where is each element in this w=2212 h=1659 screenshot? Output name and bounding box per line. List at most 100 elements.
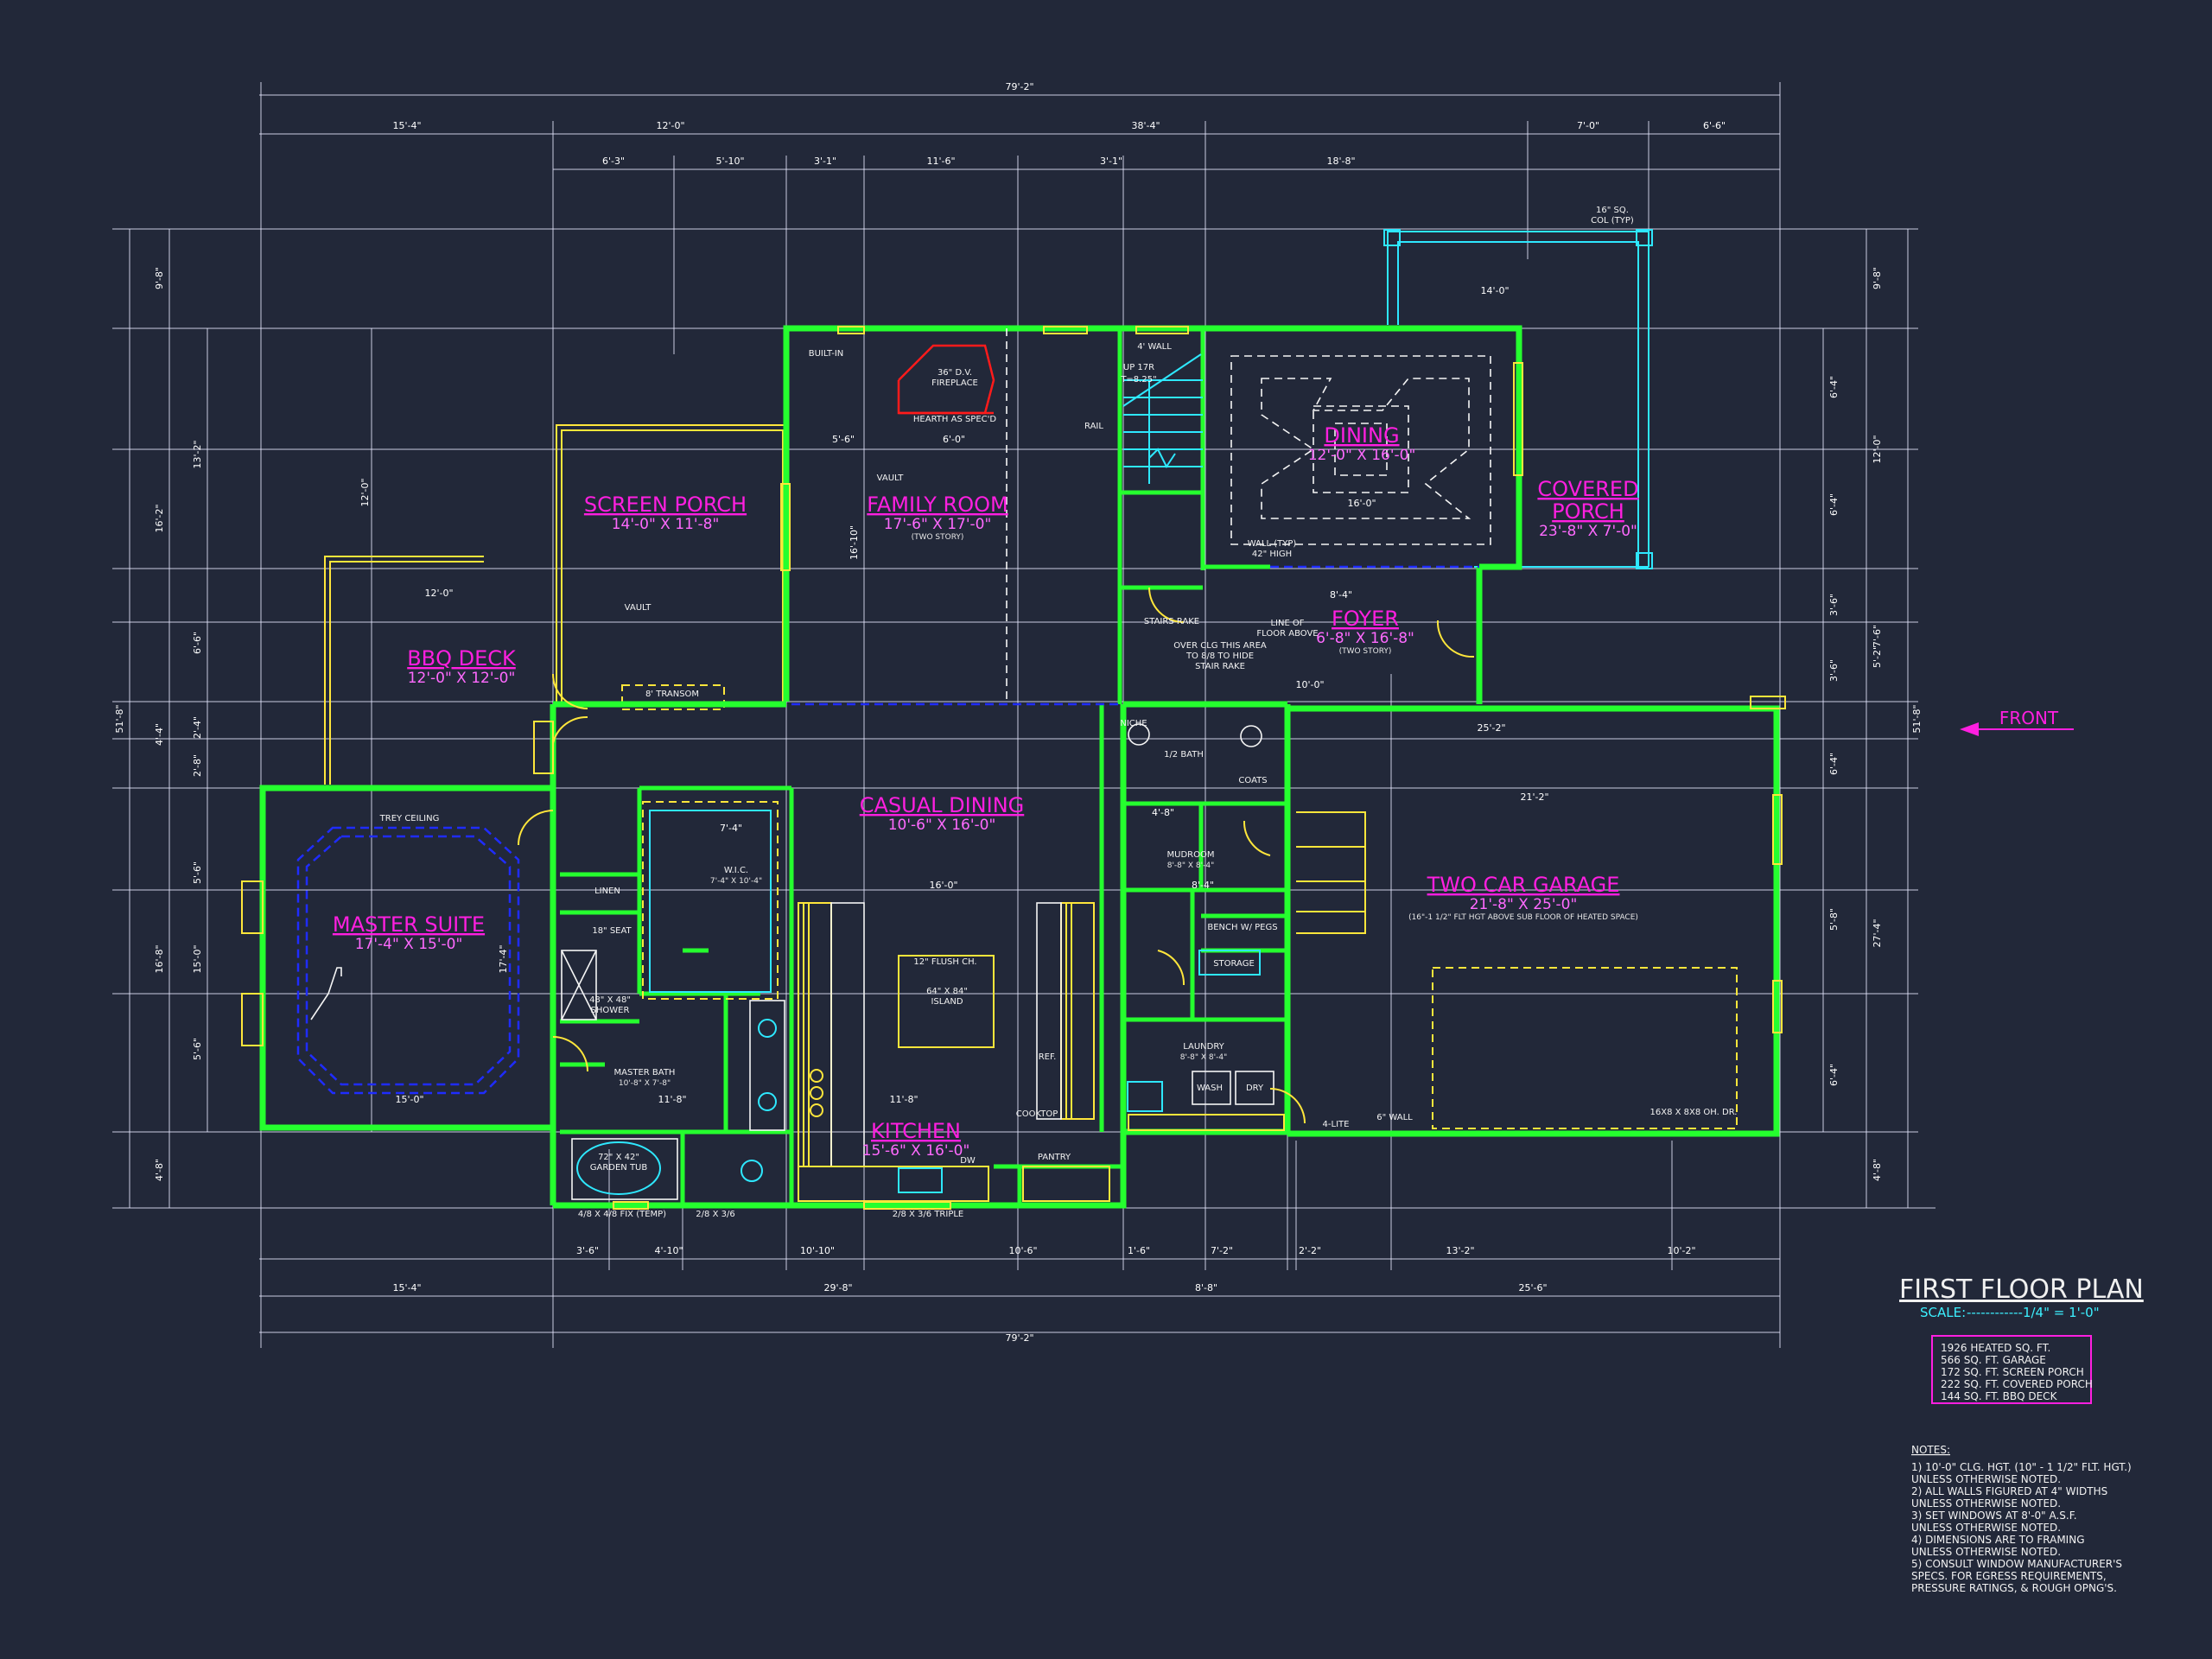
seat-label: 18" SEAT [592,926,632,936]
half-wall-label: 4' WALL [1137,342,1172,352]
vault-porch-label: VAULT [625,603,652,613]
stair-treads [1122,353,1203,484]
dim-left-r2-1: 6'-6" [192,632,203,654]
tub-label-2: GARDEN TUB [590,1163,648,1173]
covered-porch-label-2: PORCH [1552,499,1624,524]
dim-mud-8: 8'-4" [1192,880,1214,891]
screen-porch-label: SCREEN PORCH [584,493,747,517]
note-line-5: UNLESS OTHERWISE NOTED. [1911,1522,2061,1534]
dim-kitchen-11: 11'-8" [889,1094,918,1105]
stair-rake-label: STAIR RAKE [1195,662,1245,671]
tray-ceiling-label: TREY CEILING [379,814,440,823]
dim-foyer-8: 8'-4" [1330,589,1352,601]
column-label: 16" SQ. [1596,206,1629,215]
wall-typ-label: WALL (TYP) [1248,539,1297,549]
dim-casual-16: 16'-0" [929,880,957,891]
dim-top-r2-1: 5'-10" [715,156,744,167]
note-line-10: PRESSURE RATINGS, & ROUGH OPNG'S. [1911,1582,2117,1594]
dim-left-overall: 51'-8" [114,704,125,733]
laundry-label: LAUNDRY [1183,1042,1224,1052]
dim-bot-r2-2: 8'-8" [1195,1282,1217,1294]
family-room-label: FAMILY ROOM [867,493,1007,517]
dim-top-r2-3: 11'-6" [926,156,955,167]
casual-dining-size: 10'-6" X 16'-0" [888,817,996,834]
garage-label: TWO CAR GARAGE [1427,873,1620,897]
wic-size: 7'-4" X 10'-4" [710,877,762,886]
bbq-deck-size: 12'-0" X 12'-0" [408,670,516,687]
master-bath-label: MASTER BATH [614,1068,676,1077]
over-ceiling-label: OVER CLG THIS AREA [1173,641,1267,651]
dim-right-r2-5: 5'-8" [1828,908,1840,931]
vault-family-label: VAULT [877,474,905,483]
coats-label-2: COATS [1238,776,1267,785]
deck-outlines [324,229,1653,785]
laundry-size: 8'-8" X 8'-4" [1180,1053,1228,1062]
notes-block: NOTES: 1) 10'-0" CLG. HGT. (10" - 1 1/2"… [1911,1444,2132,1594]
dim-right-r2-6: 6'-4" [1828,1064,1840,1086]
garage-size: 21'-8" X 25'-0" [1470,896,1578,913]
garage-door-label: 16X8 X 8X8 OH. DR. [1650,1108,1738,1117]
dim-top-r1-3: 7'-0" [1577,120,1599,131]
note-line-6: 4) DIMENSIONS ARE TO FRAMING [1911,1534,2085,1546]
dim-porch: 14'-0" [1480,285,1509,296]
half-bath-label: 1/2 BATH [1164,750,1204,760]
master-suite-size: 17'-4" X 15'-0" [355,936,463,953]
dim-top-r1-4: 6'-6" [1703,120,1726,131]
dim-left-r1-2: 4'-4" [154,723,165,746]
mudroom-size: 8'-8" X 8'-4" [1167,861,1215,870]
dim-right-r2-1: 6'-4" [1828,493,1840,516]
stairs-rake-label: STAIRS RAKE [1144,617,1199,626]
shower-label-2: SHOWER [591,1006,630,1015]
dim-left-r2-3: 2'-4" [192,716,203,739]
right-dimensions: 51'-8" 9'-8" 12'-0" 7'-6" 5'-2" 27'-4" 4… [1828,267,1923,1181]
built-in-label: BUILT-IN [809,349,844,359]
dim-bot-r2-0: 15'-4" [392,1282,421,1294]
ref-label: REF. [1039,1052,1057,1062]
dim-top-r1-2: 38'-4" [1131,120,1160,131]
dim-top-r1-0: 15'-4" [392,120,421,131]
dim-mud-4: 4'-8" [1152,807,1174,818]
dim-garage-21: 21'-2" [1520,791,1548,803]
master-tray-ceiling [241,826,520,1095]
plan-title: FIRST FLOOR PLAN [1899,1274,2144,1305]
dim-family-6: 6'-0" [943,434,965,445]
dim-top-overall: 79'-2" [1005,81,1033,92]
area-garage: 566 SQ. FT. GARAGE [1941,1354,2046,1366]
note-line-7: UNLESS OTHERWISE NOTED. [1911,1546,2061,1558]
dim-right-r1-4: 27'-4" [1872,918,1883,947]
linen-label-1: LINEN [594,887,620,896]
area-covered-porch: 222 SQ. FT. COVERED PORCH [1941,1378,2093,1390]
dim-bot-r1-3: 10'-6" [1008,1245,1037,1256]
dryer-label: DRY [1246,1084,1264,1093]
bbq-deck-label: BBQ DECK [407,646,517,671]
foyer-note: (TWO STORY) [1339,647,1392,656]
kitchen-label: KITCHEN [871,1119,961,1143]
wall-high-label: 42" HIGH [1252,550,1292,559]
front-label: FRONT [1999,708,2059,728]
master-bath-size: 10'-8" X 7'-8" [619,1079,671,1088]
area-screen-porch: 172 SQ. FT. SCREEN PORCH [1941,1366,2084,1378]
dim-right-overall: 51'-8" [1911,704,1923,733]
dim-family-16: 16'-10" [849,525,860,560]
dim-garage-25: 25'-2" [1477,722,1505,734]
kitchen-counters [798,902,1110,1202]
dim-bot-r2-1: 29'-8" [823,1282,852,1294]
window-346-label: 2/8 X 3/6 [696,1210,734,1219]
front-arrow-icon [1960,722,2074,736]
washer-label: WASH [1197,1084,1223,1093]
dim-right-r1-5: 4'-8" [1872,1159,1883,1181]
dim-left-r2-2: 12'-0" [359,478,371,506]
dim-bot-r1-0: 3'-6" [576,1245,599,1256]
covered-porch-label-1: COVERED [1537,477,1638,501]
dw-label: DW [960,1156,976,1166]
dim-right-r1-3: 5'-2" [1872,645,1883,668]
dining-label: DINING [1324,423,1399,448]
pantry-label: PANTRY [1038,1153,1071,1162]
wic-label: W.I.C. [724,866,748,875]
dim-top-r2-4: 3'-1" [1100,156,1122,167]
dim-right-r1-2: 7'-6" [1872,625,1883,647]
mudroom-label: MUDROOM [1167,850,1215,860]
dining-tray-ceiling [1230,355,1491,545]
shower-label-1: 48" X 48" [589,995,631,1005]
